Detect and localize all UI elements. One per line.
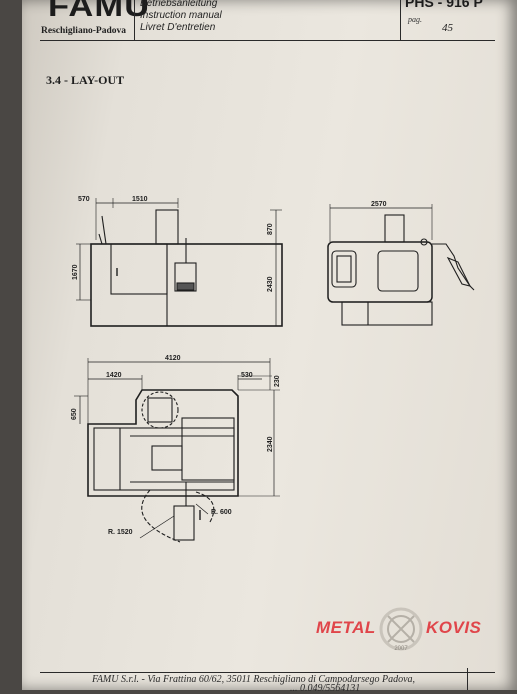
dim-front-width: 2570 [371,201,387,208]
gear-icon: 2007 [379,607,423,652]
header-divider [134,0,136,40]
dim-side-upper-right: 870 [267,223,274,235]
watermark-left-text: METAL [316,618,376,637]
footer-phone: ... 0.049/5564131 [290,683,361,694]
plan-view [74,358,280,543]
dim-plan-left-width: 1420 [106,372,122,379]
page-header [40,0,495,41]
dim-plan-total-width: 4120 [165,355,181,362]
section-title: 3.4 - LAY-OUT [46,73,125,87]
metal-kovis-watermark: METAL 2007 KOVIS [314,606,489,656]
footer-divider [40,672,495,674]
dim-side-right-height: 2430 [267,276,274,292]
watermark-right-text: KOVIS [426,618,482,637]
dim-plan-height: 2340 [267,436,274,452]
dim-plan-left-top: 650 [71,408,78,420]
front-view [327,204,475,326]
dim-plan-right-top: 230 [274,375,281,387]
dim-side-top-width: 1510 [132,196,148,203]
page-label: pag. [408,15,422,24]
dim-side-left-height: 1670 [72,264,79,280]
footer-tick [467,668,469,690]
dim-plan-right-width: 530 [241,372,253,379]
manual-title-en: Instruction manual [140,10,222,21]
side-view [76,198,283,327]
manual-page [22,0,517,690]
dim-side-top-left: 570 [78,196,90,203]
manual-title-fr: Livret D'entretien [140,22,216,33]
header-divider [400,0,402,40]
famu-logo: FAMU [48,0,151,23]
watermark-year: 2007 [394,646,408,652]
page-number: 45 [442,22,453,34]
dim-radius-small: R. 600 [211,509,232,516]
model-number: PHS - 916 P [405,0,483,10]
footer-address: FAMU S.r.l. - Via Frattina 60/62, 35011 … [92,674,416,685]
company-name: Reschigliano-Padova [41,26,126,36]
dim-radius-large: R. 1520 [108,529,133,536]
manual-title-de: Betriebsanleitung [140,0,218,9]
